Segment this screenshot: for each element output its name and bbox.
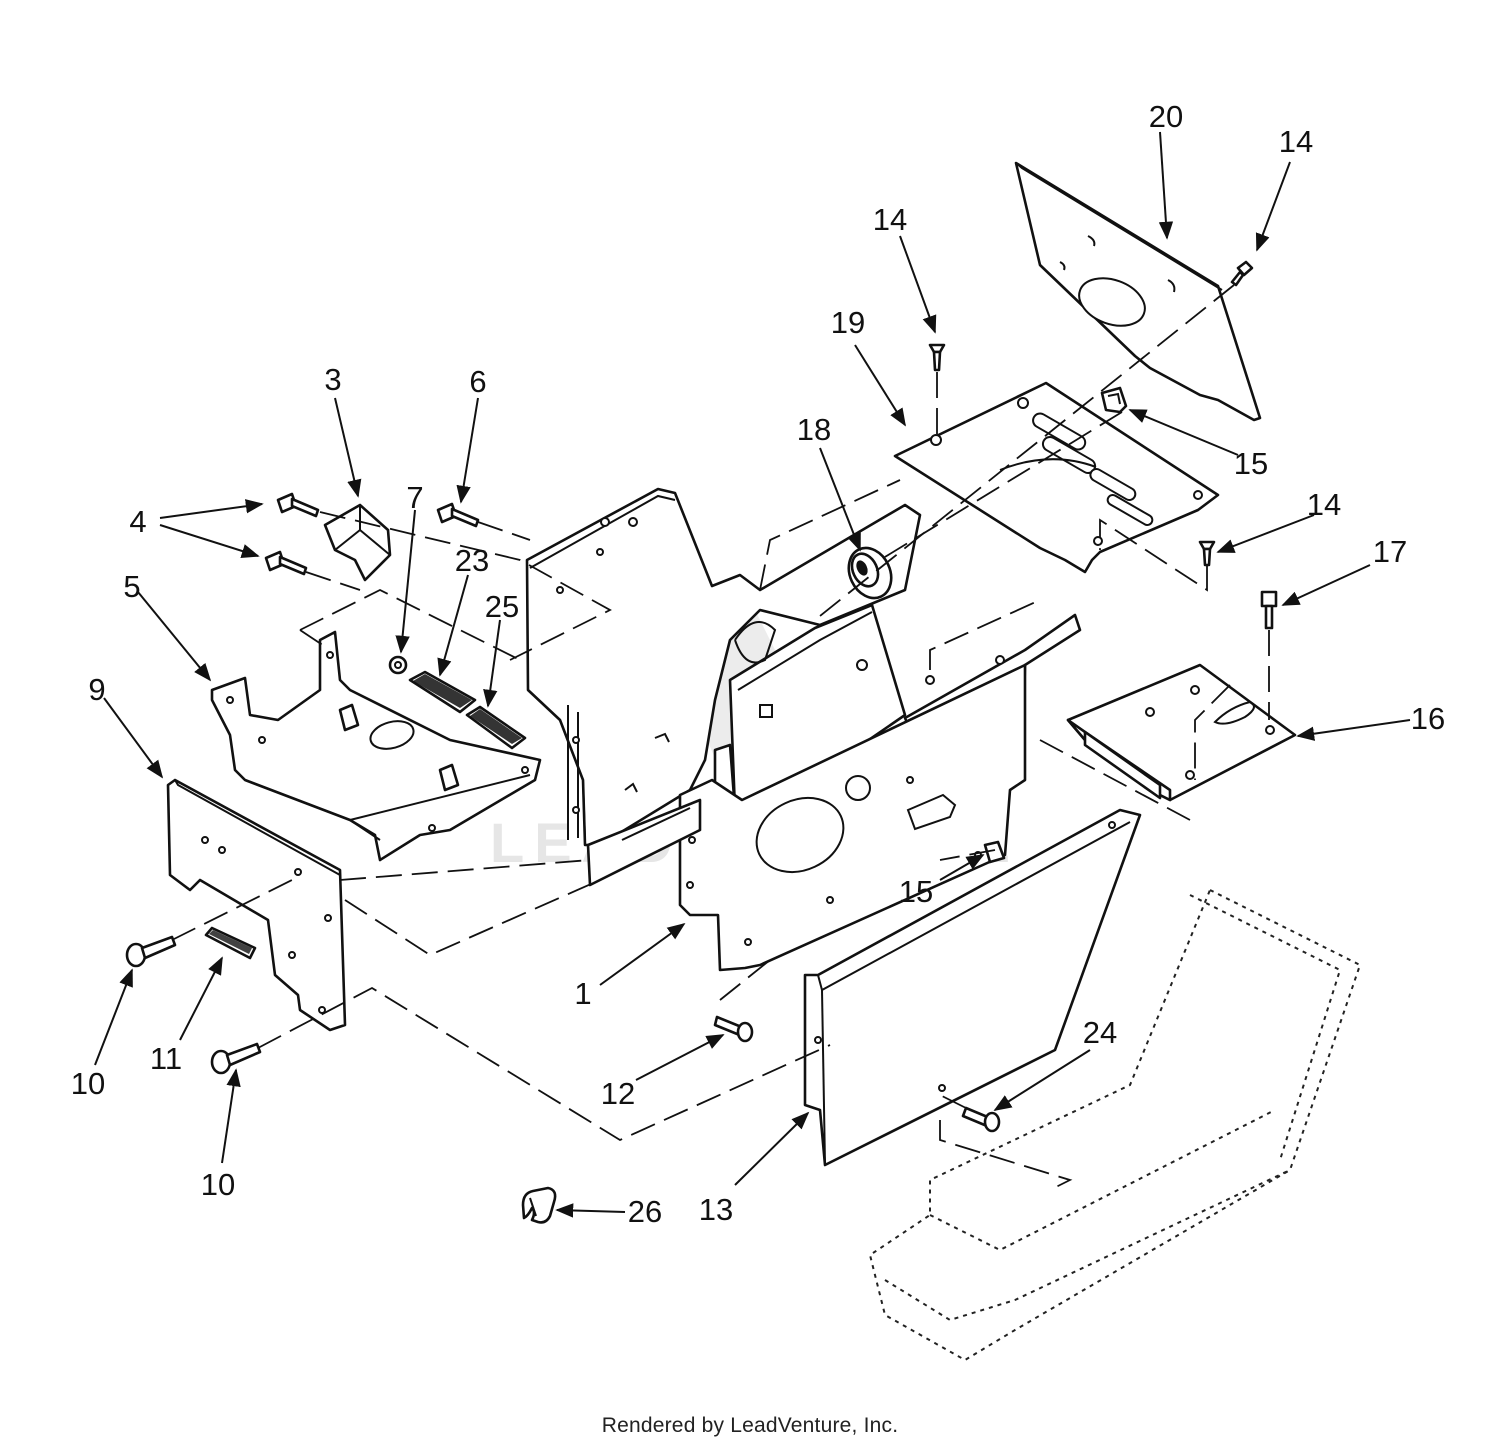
callout-13: 13 bbox=[699, 1192, 733, 1227]
part-25-strip bbox=[465, 705, 527, 750]
callout-12: 12 bbox=[601, 1076, 635, 1111]
callout-16: 16 bbox=[1411, 701, 1445, 736]
callout-15: 15 bbox=[899, 874, 933, 909]
part-20-plate bbox=[1014, 161, 1262, 422]
callout-5: 5 bbox=[123, 569, 140, 604]
part-16-bracket bbox=[1066, 663, 1297, 802]
callout-24: 24 bbox=[1083, 1015, 1117, 1050]
part-13-side-panel bbox=[803, 808, 1142, 1167]
part-6-bolt bbox=[436, 502, 480, 528]
part-23-strip bbox=[408, 670, 477, 714]
callout-10: 10 bbox=[71, 1066, 105, 1101]
assembly-dash-lines bbox=[171, 284, 1270, 1191]
part-14-screws bbox=[928, 260, 1254, 567]
part-4-bolts bbox=[264, 492, 320, 576]
callout-20: 20 bbox=[1149, 99, 1183, 134]
callout-11: 11 bbox=[150, 1041, 182, 1076]
callout-4: 4 bbox=[129, 504, 146, 539]
callout-25: 25 bbox=[485, 589, 519, 624]
footer-credit: Rendered by LeadVenture, Inc. bbox=[601, 1414, 899, 1437]
part-5-tray bbox=[210, 630, 542, 862]
callout-10: 10 bbox=[201, 1167, 235, 1202]
callout-3: 3 bbox=[324, 362, 341, 397]
callout-7: 7 bbox=[406, 480, 423, 515]
callout-18: 18 bbox=[797, 412, 831, 447]
leader-arrows bbox=[94, 131, 1411, 1218]
part-7-nut bbox=[388, 655, 408, 675]
callout-14: 14 bbox=[873, 202, 907, 237]
callout-labels: 20 14 14 19 18 15 14 17 16 3 6 4 7 23 25… bbox=[71, 99, 1445, 1229]
part-9-plate bbox=[166, 778, 347, 1032]
part-26-clip bbox=[521, 1186, 557, 1224]
part-12-bolt bbox=[713, 1015, 754, 1043]
part-15-clip-lower bbox=[983, 840, 1006, 864]
part-1-side-plate bbox=[586, 663, 1027, 972]
part-10-bolts bbox=[125, 935, 262, 1075]
part-11-strip bbox=[204, 926, 257, 960]
callout-14: 14 bbox=[1307, 487, 1341, 522]
callout-6: 6 bbox=[469, 364, 486, 399]
callout-1: 1 bbox=[574, 976, 591, 1011]
part-17-bolt bbox=[1260, 590, 1278, 630]
callout-14: 14 bbox=[1279, 124, 1313, 159]
part-15-clip-upper bbox=[1100, 386, 1128, 414]
callout-19: 19 bbox=[831, 305, 865, 340]
callout-26: 26 bbox=[628, 1194, 662, 1229]
callout-23: 23 bbox=[455, 543, 489, 578]
callout-9: 9 bbox=[88, 672, 105, 707]
part-3-bracket bbox=[323, 503, 392, 582]
part-19-plate bbox=[893, 381, 1220, 574]
callout-17: 17 bbox=[1373, 534, 1407, 569]
callout-15: 15 bbox=[1234, 446, 1268, 481]
dotted-seat-pan bbox=[868, 888, 1362, 1362]
part-24-bolt bbox=[961, 1106, 1001, 1133]
